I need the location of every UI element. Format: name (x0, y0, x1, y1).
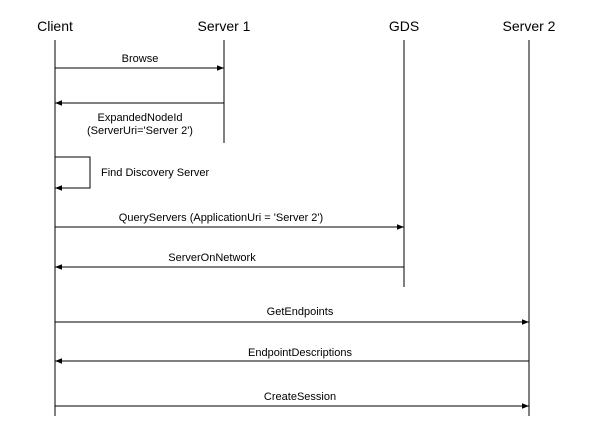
label-query-servers: QueryServers (ApplicationUri = 'Server 2… (119, 212, 323, 224)
participant-client: Client (37, 18, 73, 34)
participant-server-2: Server 2 (503, 18, 556, 34)
label-endpoint-descriptions: EndpointDescriptions (248, 347, 352, 359)
label-get-endpoints: GetEndpoints (267, 306, 334, 318)
label-server-on-network: ServerOnNetwork (168, 252, 256, 264)
label-browse: Browse (122, 53, 159, 65)
label-expanded-node-id-line2: (ServerUri='Server 2') (87, 125, 193, 137)
participant-server-1: Server 1 (198, 18, 251, 34)
label-create-session: CreateSession (264, 391, 336, 403)
arrow-find-discovery-server (55, 156, 91, 191)
label-find-discovery-server: Find Discovery Server (101, 167, 210, 179)
label-expanded-node-id-line1: ExpandedNodeId (97, 112, 182, 124)
participant-gds: GDS (389, 18, 419, 34)
